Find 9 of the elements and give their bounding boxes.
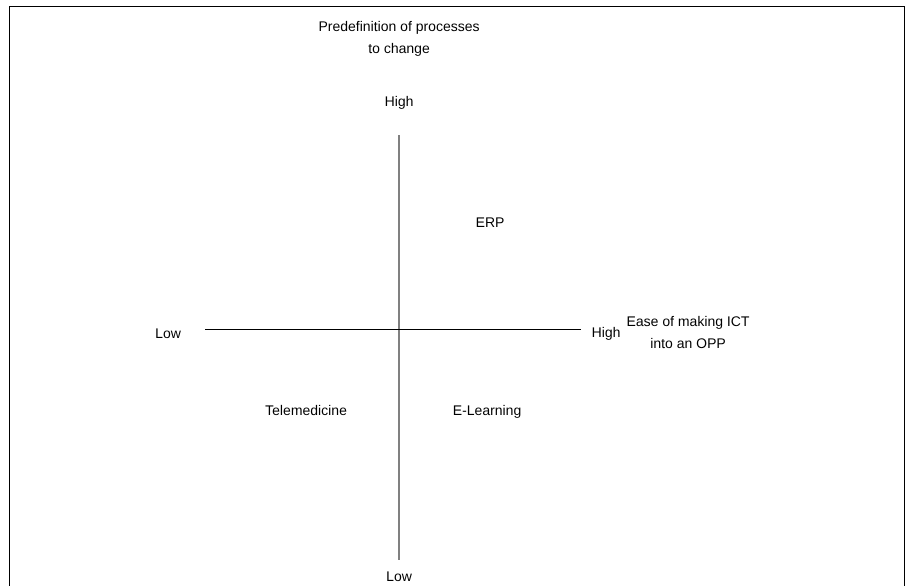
axis-end-label: High xyxy=(592,323,620,342)
axis-end-label: Low xyxy=(386,567,412,586)
quadrant-label: Telemedicine xyxy=(265,401,347,420)
quadrant-label: ERP xyxy=(476,213,504,232)
axis-end-label: Low xyxy=(155,324,181,343)
axis-end-label: High xyxy=(384,92,414,111)
quadrant-label: E-Learning xyxy=(452,401,522,420)
axis-title: Predefinition of processes to change xyxy=(317,17,481,58)
axis-title: Ease of making ICT into an OPP xyxy=(626,312,750,353)
